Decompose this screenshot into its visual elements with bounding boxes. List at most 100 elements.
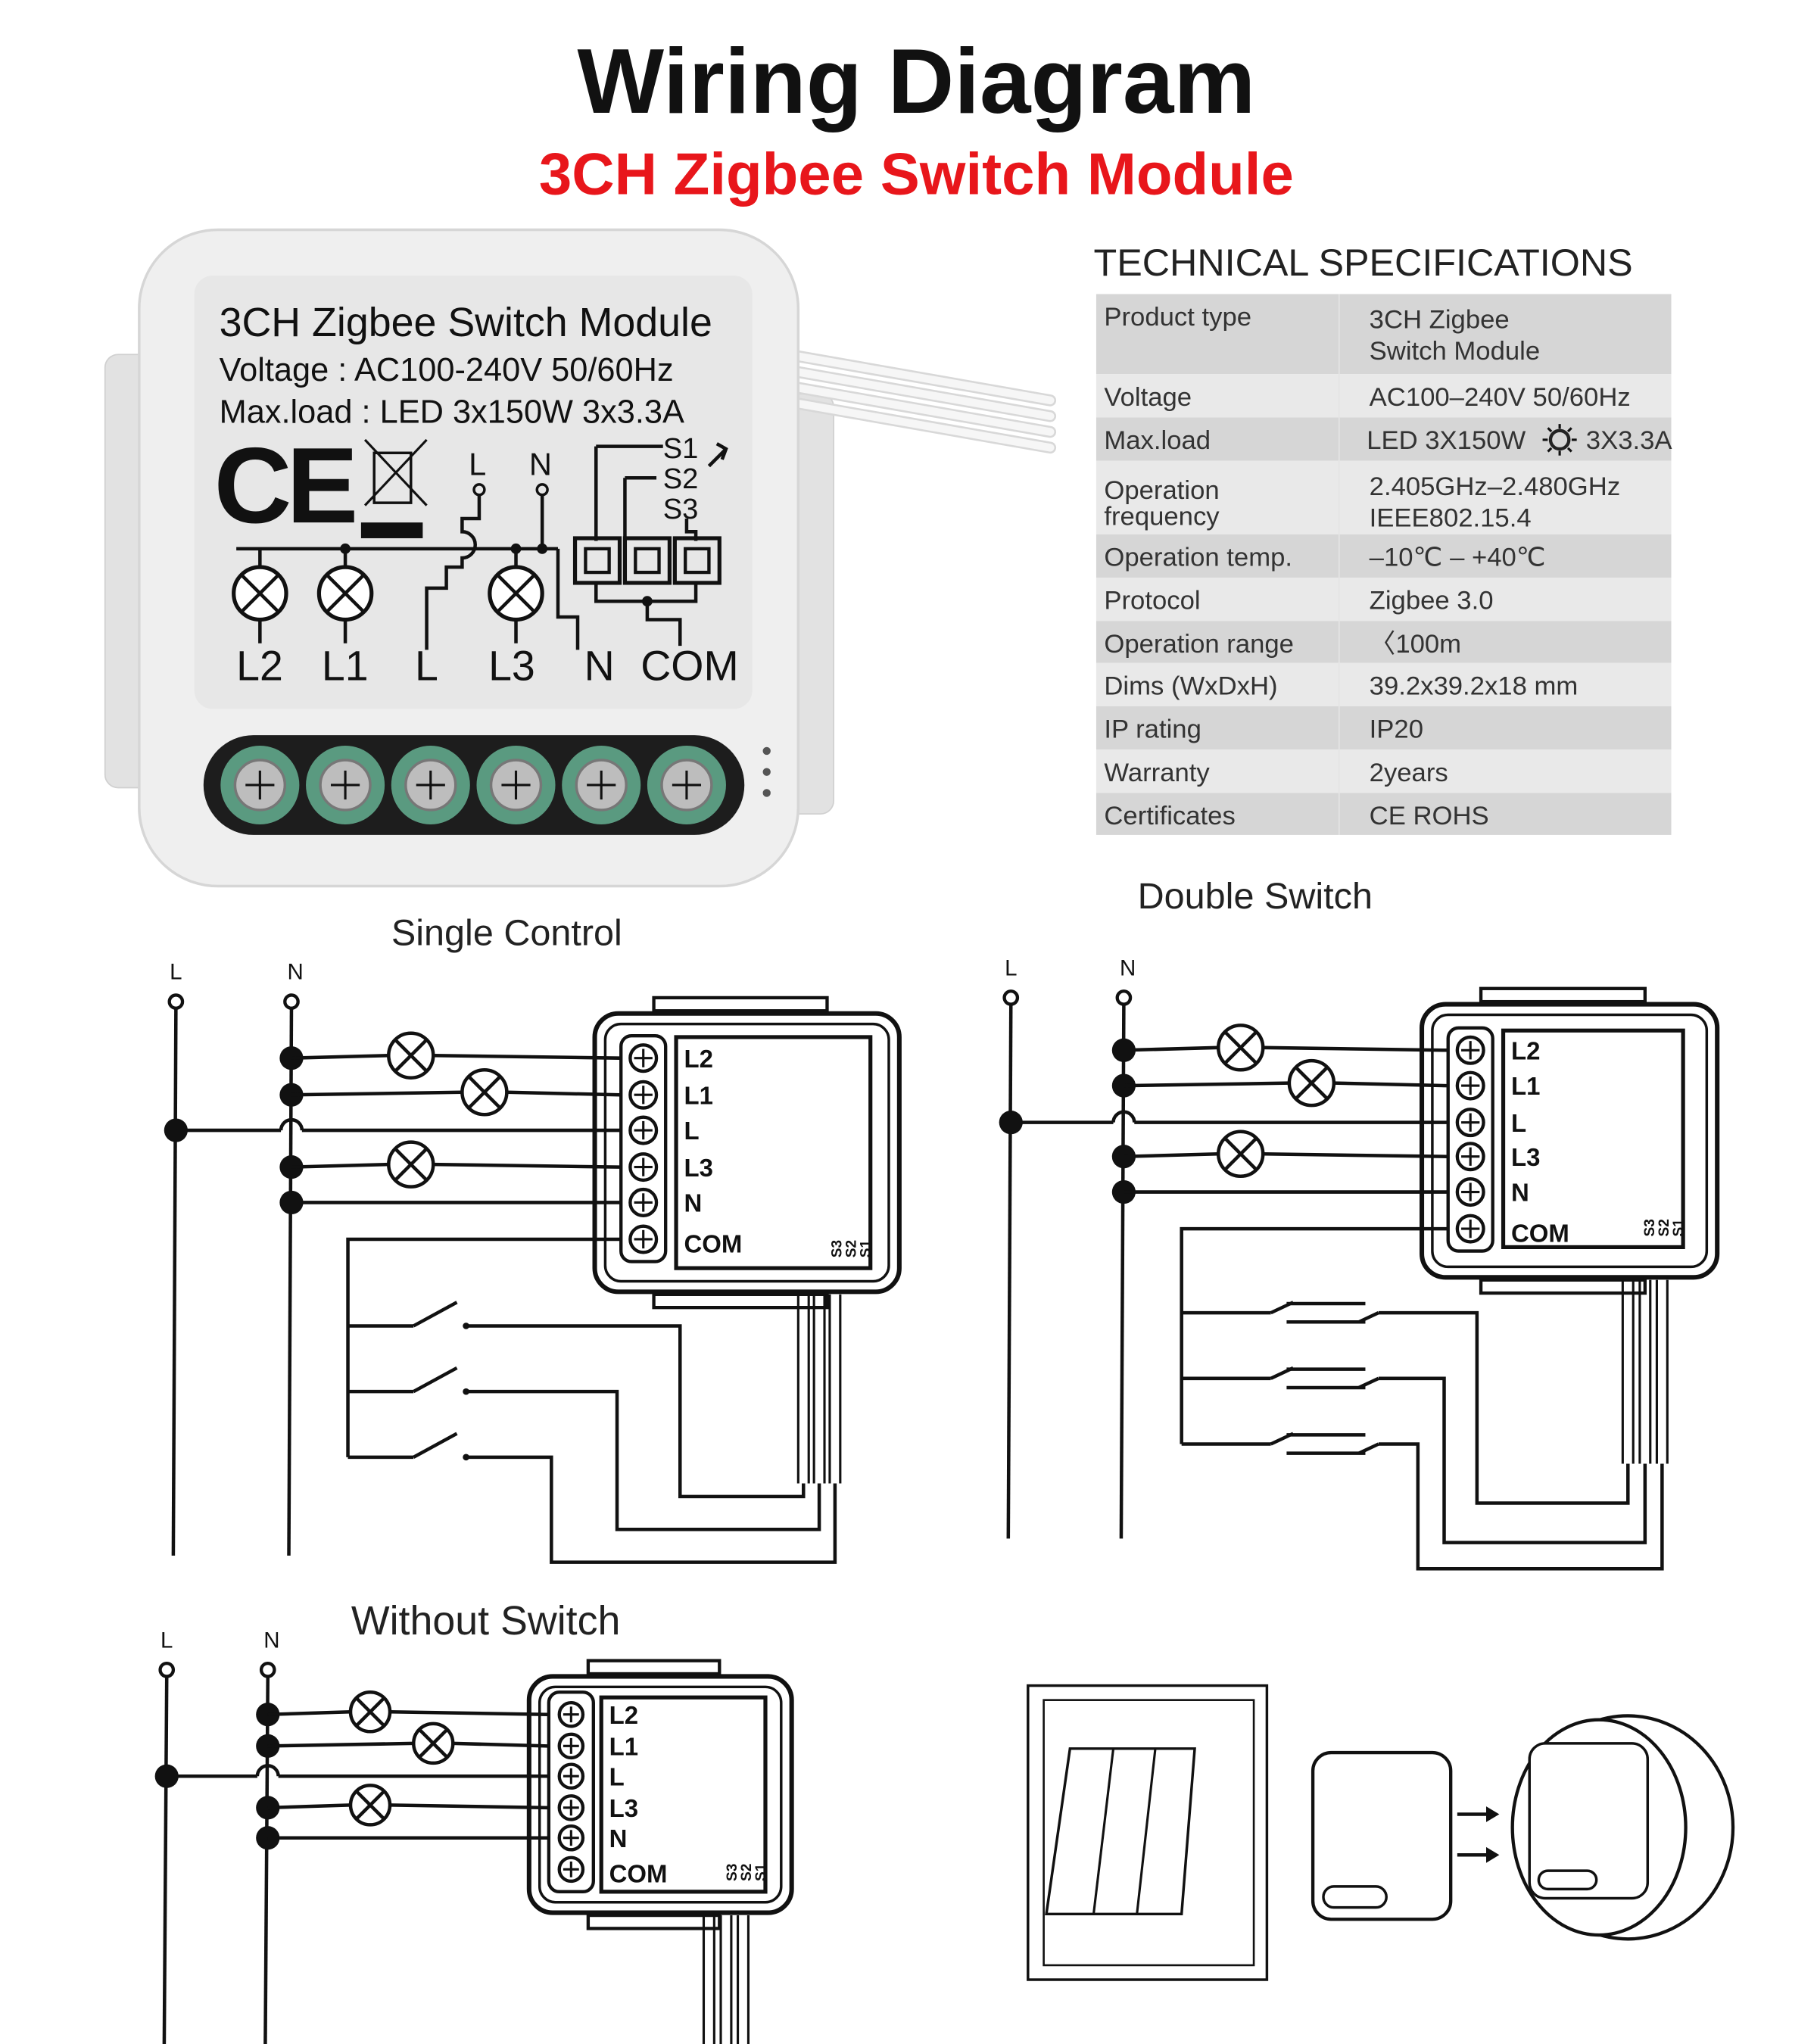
- module-panel: [674, 1035, 873, 1270]
- wire: [1357, 1442, 1379, 1455]
- switch-terminal-label: S3: [725, 1864, 740, 1881]
- spec-row: Operationfrequency2.405GHz–2.480GHzIEEE8…: [1095, 460, 1672, 534]
- led-dot: [762, 789, 771, 797]
- spec-label: frequency: [1104, 503, 1220, 531]
- line-label-n: N: [263, 1628, 279, 1653]
- wire: [1223, 1030, 1258, 1065]
- line-terminal-n: [1115, 989, 1133, 1006]
- terminal-label: L3: [1511, 1143, 1540, 1171]
- module-tab: [1479, 1278, 1647, 1295]
- spec-label: Product type: [1104, 303, 1251, 332]
- wire: [467, 1075, 502, 1110]
- wire: [506, 1090, 620, 1097]
- switch-terminal-label: S2: [739, 1864, 755, 1881]
- wire: [291, 1090, 463, 1097]
- terminal-label: L3: [684, 1154, 712, 1182]
- module-in-box: [1528, 1742, 1650, 1900]
- spec-row-bg: [1095, 294, 1672, 375]
- junction-dot: [537, 543, 548, 554]
- switch-terminal-label: S3: [1642, 1219, 1658, 1236]
- diagram-title: Without Switch: [351, 1598, 620, 1644]
- terminal-strip: [547, 1690, 595, 1894]
- wire: [466, 1324, 806, 1499]
- wire: [453, 1741, 548, 1748]
- line-label-l: L: [161, 1628, 173, 1653]
- spec-value: LED 3X150W: [1367, 426, 1526, 455]
- wire: [466, 1389, 821, 1531]
- switch-terminal-label: S1: [1671, 1219, 1687, 1237]
- module-small-terminals: [1322, 1885, 1388, 1909]
- device-label-title: 3CH Zigbee Switch Module: [220, 300, 712, 345]
- cable: [784, 382, 1055, 436]
- terminal-label: L: [1511, 1109, 1526, 1137]
- terminal-label: L2: [609, 1701, 638, 1729]
- wire: [413, 1301, 458, 1328]
- arrow-icon: [707, 442, 728, 468]
- spec-row-bg: [1095, 621, 1672, 663]
- ce-mark-icon: CE: [214, 425, 355, 546]
- diagram-title: Double Switch: [1138, 876, 1373, 917]
- spec-label: Certificates: [1104, 802, 1235, 830]
- lamp-icon: [411, 1722, 455, 1765]
- relay-box: [622, 536, 672, 585]
- spec-label: IP rating: [1104, 715, 1201, 744]
- wire: [1263, 1045, 1448, 1052]
- spec-value: Zigbee 3.0: [1370, 587, 1494, 615]
- wire: [326, 573, 365, 613]
- junction-dot: [999, 1111, 1023, 1135]
- switch-terminal-label: S2: [1656, 1219, 1672, 1236]
- spec-value: AC100–240V 50/60Hz: [1370, 383, 1631, 412]
- line-terminal-l: [1002, 989, 1020, 1006]
- wire: [279, 1118, 304, 1131]
- wall-switch-inner: [1043, 1699, 1255, 1967]
- junction-dot: [641, 596, 653, 607]
- cable: [784, 351, 1055, 405]
- module-inner: [1431, 1013, 1709, 1269]
- module-tab: [652, 996, 829, 1013]
- wire: [433, 1053, 620, 1060]
- terminal-label-n: N: [529, 447, 552, 482]
- wire: [594, 444, 698, 541]
- line-label-l: L: [170, 960, 182, 985]
- wire: [267, 1710, 351, 1716]
- switch-terminal-label: S1: [859, 1240, 874, 1258]
- spec-label: Operation temp.: [1104, 543, 1292, 572]
- spec-row-bg: [1095, 460, 1672, 534]
- spec-label: Max.load: [1104, 426, 1211, 455]
- lamp-icon: [1216, 1024, 1265, 1072]
- terminal-label: L: [609, 1762, 625, 1790]
- module-panel: [1501, 1028, 1685, 1249]
- spec-row-bg: [1095, 662, 1672, 706]
- switch-terminal-label: S3: [830, 1240, 846, 1257]
- spec-row: Operation range〈100m: [1095, 621, 1672, 663]
- wire: [1333, 1081, 1448, 1088]
- terminal-label: N: [684, 1189, 702, 1217]
- bottom-terminal-label: L: [415, 642, 438, 689]
- terminal-label: N: [609, 1824, 628, 1852]
- wire: [389, 1710, 548, 1716]
- wire: [1378, 1442, 1664, 1571]
- terminal-label: L1: [684, 1081, 712, 1109]
- wire: [1547, 427, 1553, 433]
- spec-row-bg: [1095, 534, 1672, 578]
- wire: [1357, 1311, 1379, 1324]
- bottom-terminal-label: L3: [488, 642, 535, 689]
- spec-value: IP20: [1370, 715, 1423, 744]
- module-inner: [538, 1685, 783, 1904]
- bin: [372, 451, 413, 504]
- wire: [433, 1162, 620, 1169]
- wire: [355, 1697, 385, 1728]
- wire: [1223, 1137, 1258, 1171]
- wire: [1263, 1152, 1448, 1158]
- lamp-icon: [232, 565, 288, 622]
- wire: [1111, 1110, 1136, 1123]
